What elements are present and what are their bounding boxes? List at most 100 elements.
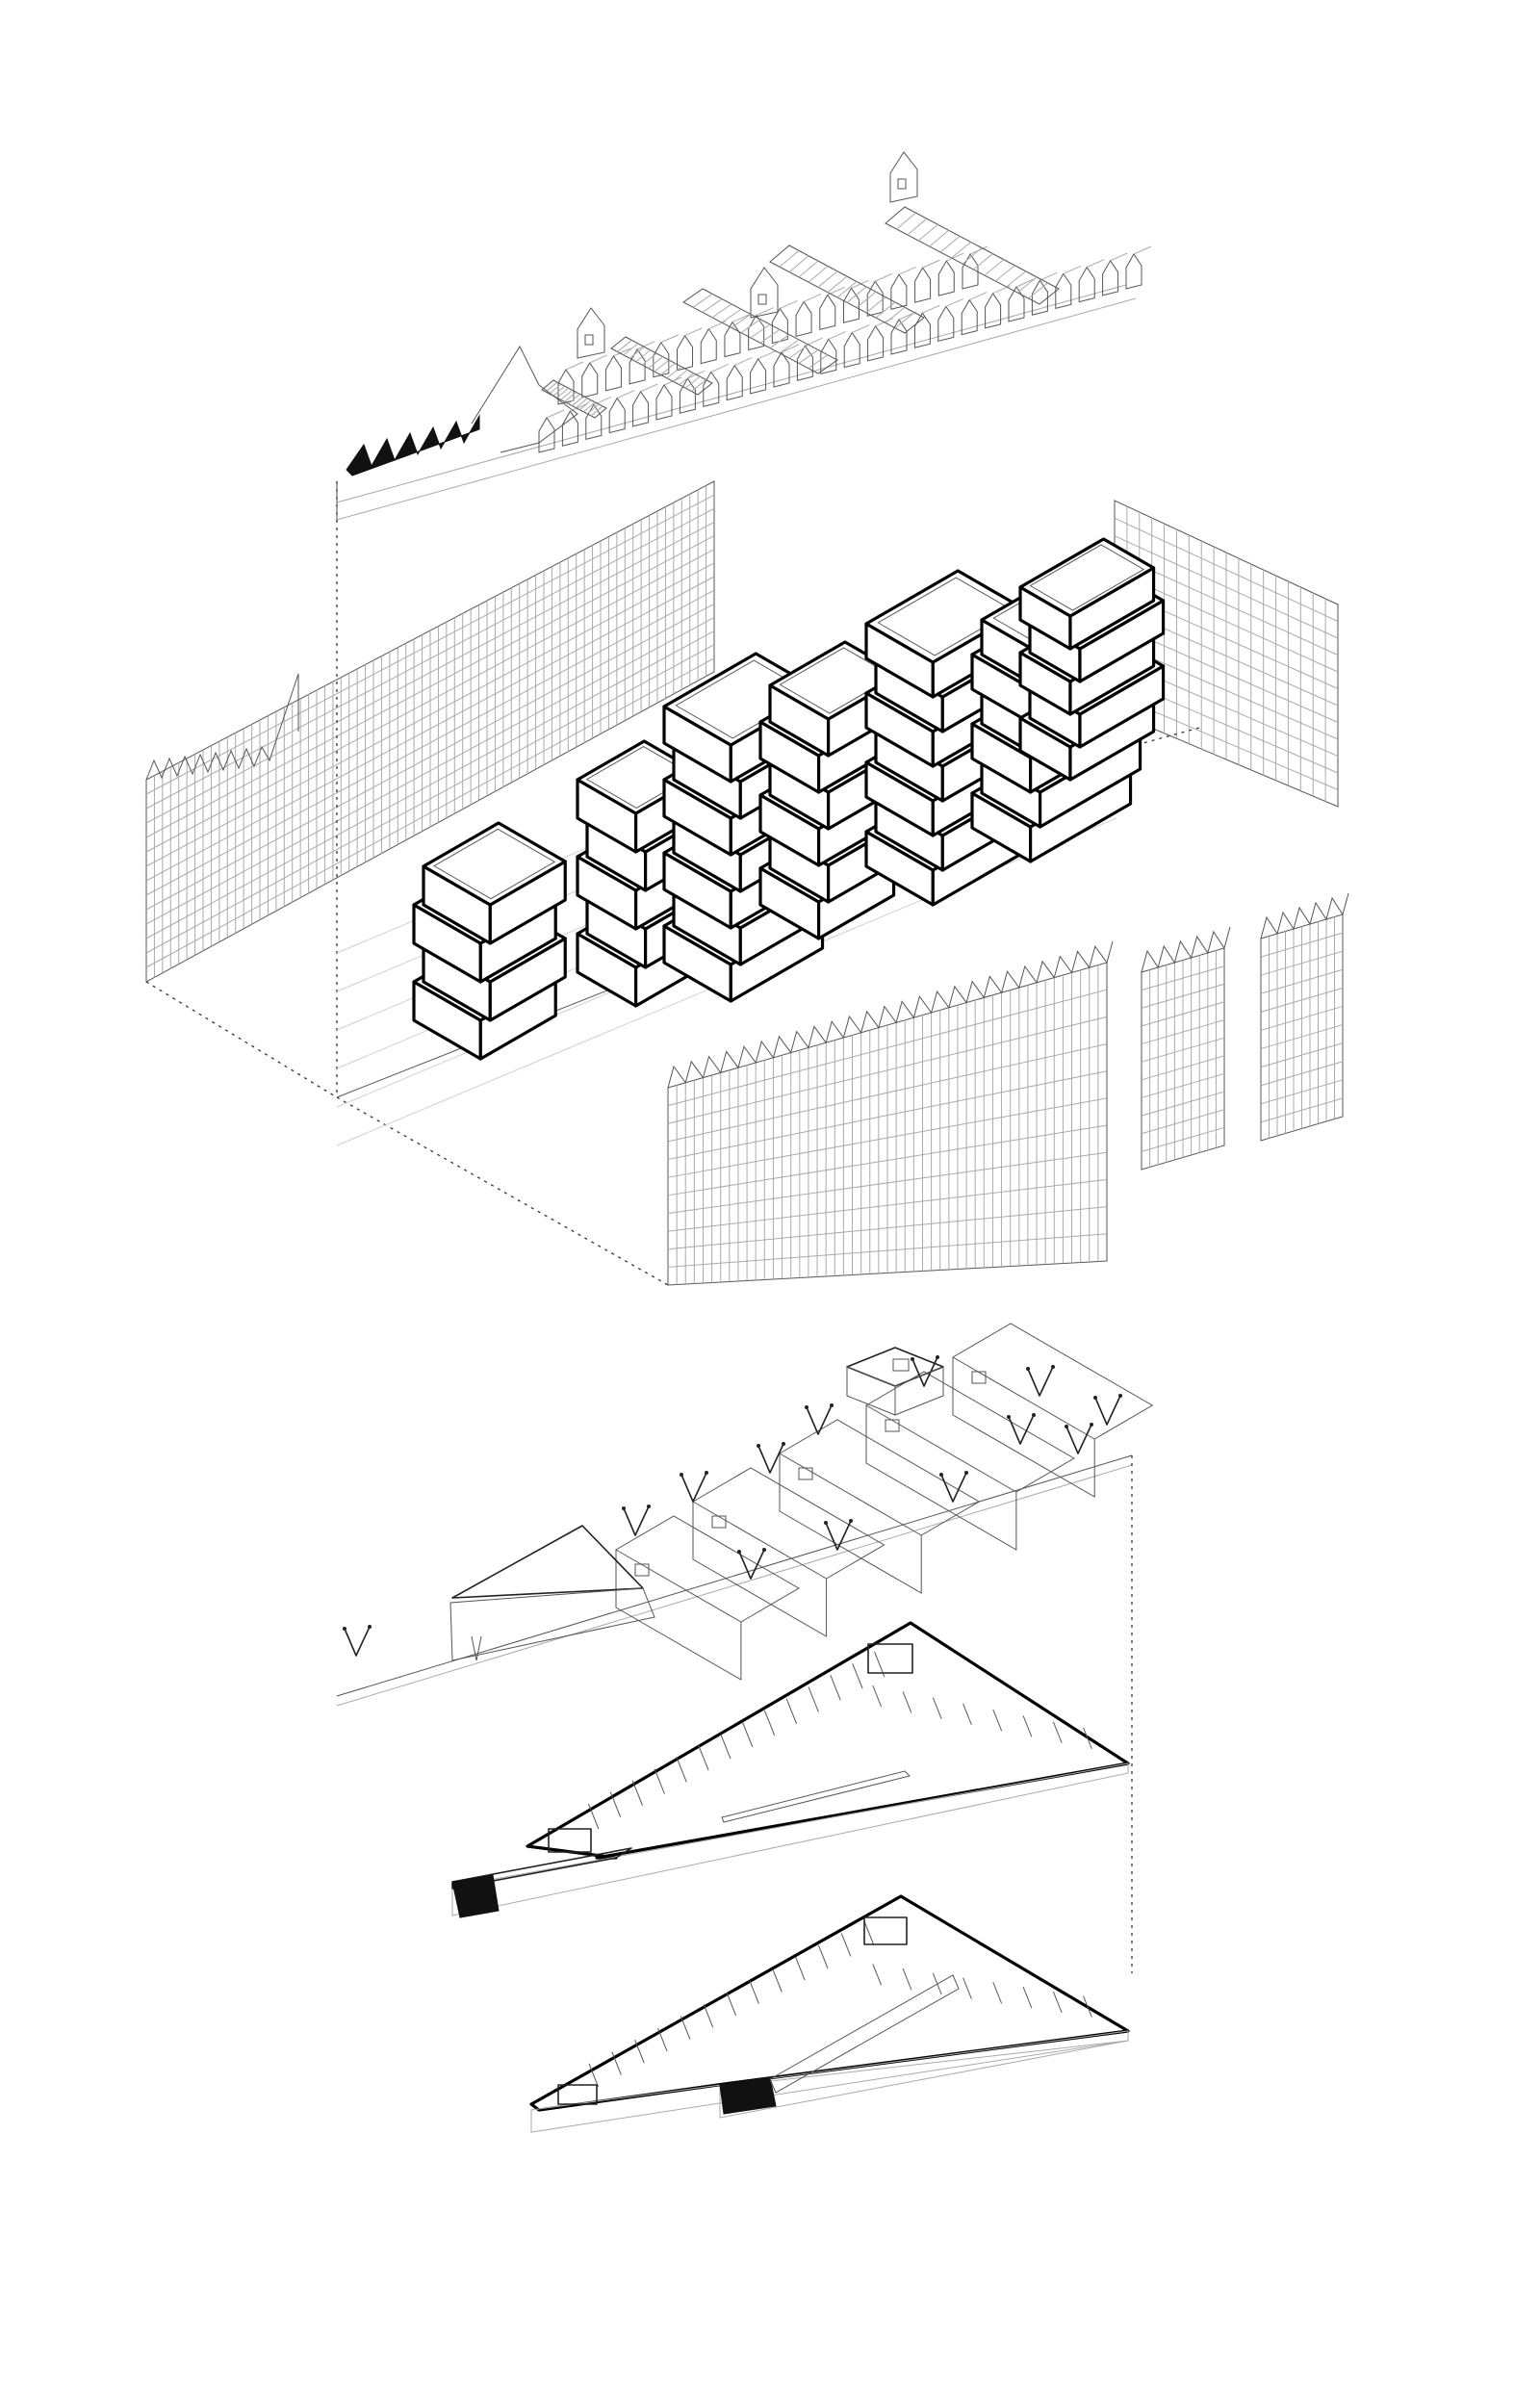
roof-house xyxy=(890,273,908,310)
parking-bay-divider xyxy=(795,1956,806,1981)
roof-house xyxy=(795,300,812,338)
ground-volume xyxy=(779,1419,981,1594)
parking-bay-divider xyxy=(1022,1715,1033,1737)
roof-house xyxy=(653,341,670,378)
parking-bay-divider xyxy=(872,1685,883,1708)
parking-bay-divider xyxy=(808,1686,819,1712)
parking-bay-divider xyxy=(992,1982,1003,2004)
solar-array xyxy=(541,379,607,419)
parking-bay-divider xyxy=(962,1703,972,1726)
roof-house xyxy=(679,377,696,414)
roof-house xyxy=(629,347,646,385)
roof-house xyxy=(961,298,978,336)
parking-bay-divider xyxy=(611,2051,622,2075)
roof-house xyxy=(724,321,741,358)
solar-array xyxy=(682,288,838,374)
tree xyxy=(1027,1366,1054,1397)
parking-1-ramp xyxy=(721,1770,911,1823)
parking-2-ramp-dark xyxy=(719,2076,777,2115)
sawtooth-roof-dark xyxy=(346,414,480,476)
parking-bay-divider xyxy=(1022,1986,1033,2009)
parking-bay-divider xyxy=(698,1745,709,1771)
ground-volume xyxy=(615,1515,800,1681)
solar-array xyxy=(885,206,1060,305)
housing-blocks-layer xyxy=(336,537,1166,1146)
south-facade-panel-2 xyxy=(1141,947,1225,1170)
south-facade-main xyxy=(667,962,1108,1286)
roof-house xyxy=(842,287,860,323)
roof-house xyxy=(866,280,884,317)
roof-house-tall xyxy=(750,267,779,319)
roof-house-tall xyxy=(577,307,605,359)
solar-array xyxy=(769,244,925,334)
roof-house xyxy=(819,294,836,330)
roof-house xyxy=(585,403,603,441)
roof-house xyxy=(655,384,673,421)
parking-bay-divider xyxy=(720,1733,732,1760)
solar-panel-arrays xyxy=(541,206,1060,419)
parking-bay-divider xyxy=(840,1933,852,1957)
parking-bay-divider xyxy=(932,1972,942,1995)
roof-house xyxy=(632,390,650,427)
tree xyxy=(757,1443,784,1474)
parking-bay-divider xyxy=(932,1697,942,1719)
parking-bay-divider xyxy=(703,2004,714,2028)
parking-bay-divider xyxy=(872,1964,883,1986)
parking-bay-divider xyxy=(676,1757,687,1783)
roof-house xyxy=(700,327,717,365)
roof-house xyxy=(843,331,860,369)
parking-bay-divider xyxy=(631,1780,644,1806)
parking-bay-divider xyxy=(1083,1995,1092,2018)
tree xyxy=(1094,1395,1121,1426)
roof-house xyxy=(703,371,720,408)
parking-bay-divider xyxy=(749,1980,759,2004)
parking-bay-divider xyxy=(1083,1727,1092,1750)
roof-house xyxy=(985,292,1002,329)
parking-bay-divider xyxy=(609,1791,622,1817)
north-facade-screen xyxy=(145,480,715,983)
tree xyxy=(940,1472,967,1503)
tree xyxy=(738,1549,765,1580)
parking-bay-divider xyxy=(817,1944,829,1968)
roof-house xyxy=(581,361,599,399)
tree xyxy=(1065,1424,1092,1454)
roof-houses xyxy=(538,151,1152,453)
roof-house xyxy=(750,357,767,395)
parking-bay-divider xyxy=(902,1968,912,1991)
roof-house xyxy=(867,324,885,362)
roof-house xyxy=(890,319,908,355)
tree xyxy=(911,1356,938,1387)
tree xyxy=(806,1404,833,1435)
parking-bay-divider xyxy=(1052,1721,1063,1743)
parking-bay-divider xyxy=(726,1992,737,2017)
parking-bay-divider xyxy=(1052,1991,1063,2014)
roof-house xyxy=(1008,286,1025,322)
roof-house xyxy=(771,307,788,345)
parking-bay-divider xyxy=(992,1709,1003,1732)
ground-floor-layer xyxy=(336,1323,1154,1707)
parking-bay-divider xyxy=(852,1663,863,1689)
triangular-roof-volume xyxy=(471,345,578,453)
roof-house xyxy=(1078,266,1095,303)
parking-bay-divider xyxy=(588,2063,599,2088)
roof-house xyxy=(1102,259,1119,296)
roof-house xyxy=(913,312,931,348)
ground-volume xyxy=(865,1371,1075,1551)
parking-bay-divider xyxy=(654,1768,665,1794)
roof-house-tall xyxy=(889,151,918,203)
parking-bay-divider xyxy=(902,1691,912,1713)
tree xyxy=(623,1505,650,1536)
roof-house xyxy=(608,397,626,434)
tree xyxy=(825,1520,852,1551)
parking-bay-divider xyxy=(763,1710,776,1736)
rooftop-stair-box xyxy=(846,1347,944,1387)
roof-house xyxy=(937,260,955,296)
tree xyxy=(1008,1414,1035,1445)
tree xyxy=(680,1472,707,1503)
tree xyxy=(344,1626,371,1657)
roof-house xyxy=(748,314,765,351)
roof-house xyxy=(773,351,790,388)
parking-bay-divider xyxy=(741,1721,754,1748)
